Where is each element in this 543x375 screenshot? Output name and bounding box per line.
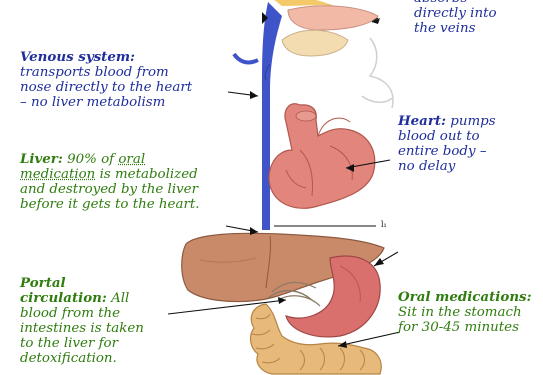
oral-label-line1: Sit in the stomach [398,305,532,320]
portal-label-line4: intestines is taken [20,321,144,336]
portal-label-line2: All [107,291,130,306]
heart-label-title: Heart: [398,113,446,129]
nose-label-line3: the veins [414,21,497,36]
portal-label-title2: circulation: [20,290,107,306]
nose-label: absorbs directly into the veins [414,0,497,36]
liver-label-pct: 90% of [63,152,119,167]
liver-label-line4: before it gets to the heart. [20,197,199,212]
venous-label-title: Venous system: [20,49,135,65]
heart-label: Heart: pumps blood out to entire body – … [398,114,496,174]
portal-label-line3: blood from the [20,306,144,321]
liver-label-oral: oral [118,152,145,167]
liver-label-title: Liver: [20,151,63,167]
venous-label-line1: transports blood from [20,65,192,80]
heart-label-line2: blood out to [398,129,496,144]
oral-label-title: Oral medications: [398,289,532,305]
oral-label-line2: for 30-45 minutes [398,320,532,335]
nasal-cavity [268,0,393,108]
heart [269,104,375,209]
venous-label: Venous system: transports blood from nos… [20,50,192,110]
portal-label-line6: detoxification. [20,351,144,366]
liver-label-medication: medication [20,167,95,182]
nose-label-line2: directly into [414,6,497,21]
liver-label-line2: is metabolized [95,167,197,182]
portal-label-line5: to the liver for [20,336,144,351]
liver-label-line3: and destroyed by the liver [20,182,199,197]
portal-label-title1: Portal [20,275,66,291]
oral-label: Oral medications: Sit in the stomach for… [398,290,532,335]
venous-label-line2: nose directly to the heart [20,80,192,95]
venous-label-line3: – no liver metabolism [20,95,192,110]
heart-label-line1: pumps [446,114,496,129]
heart-label-line3: entire body – [398,144,496,159]
liver-label: Liver: 90% of oral medication is metabol… [20,152,199,212]
heart-label-line4: no delay [398,159,496,174]
portal-label: Portal circulation: All blood from the i… [20,276,144,366]
tick-mark-label: l₁ [381,217,387,232]
